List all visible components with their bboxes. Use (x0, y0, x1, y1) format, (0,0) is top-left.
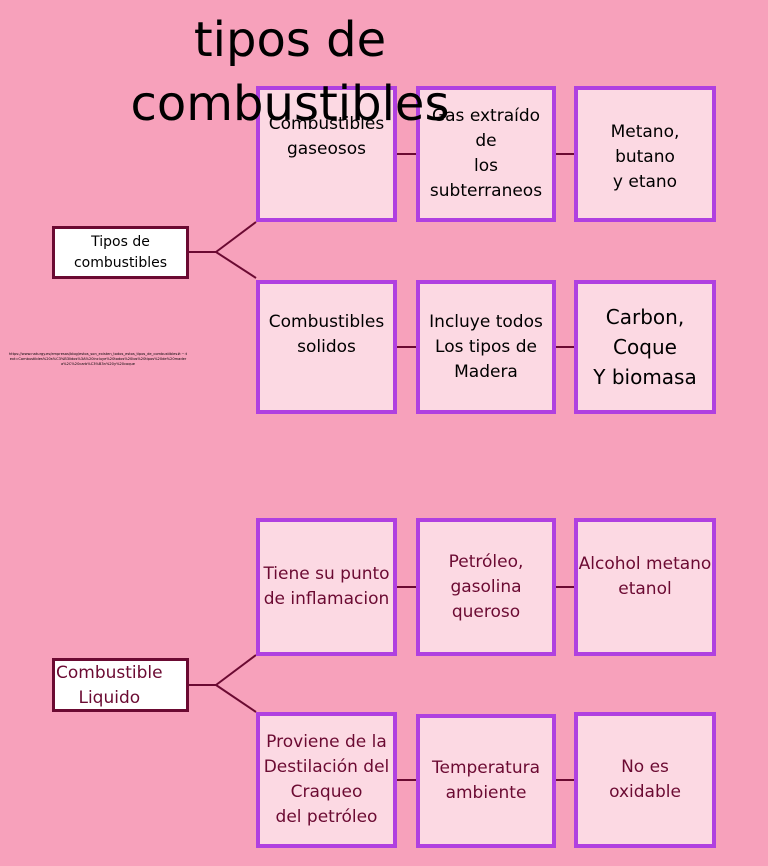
node-solidos: Combustibles solidos (256, 280, 397, 414)
node-temperatura: Temperatura ambiente (416, 714, 556, 848)
connector-line (215, 654, 257, 686)
connector-line (215, 221, 257, 253)
connector-line (215, 251, 257, 279)
page-title: tipos de combustibles (130, 12, 450, 132)
node-madera: Incluye todos Los tipos de Madera (416, 280, 556, 414)
node-carbon: Carbon, Coque Y biomasa (574, 280, 716, 414)
connector-line (215, 684, 257, 713)
node-oxidable: No es oxidable (574, 712, 716, 848)
node-destilacion: Proviene de la Destilación del Craqueo d… (256, 712, 397, 848)
node-metano-butano: Metano, butano y etano (574, 86, 716, 222)
node-alcohol: Alcohol metano etanol (574, 518, 716, 656)
node-gaseosos: Combustibles gaseosos (256, 86, 397, 222)
root-node-liquido: Combustible Liquido (52, 658, 189, 712)
node-gas-extraido: Gas extraído de los subterraneos (416, 86, 556, 222)
source-url: https://www.naturgy.es/empresas/blog/est… (8, 352, 188, 366)
node-punto-inflamacion: Tiene su punto de inflamacion (256, 518, 397, 656)
root-node-tipos: Tipos de combustibles (52, 226, 189, 279)
node-petroleo: Petróleo, gasolina queroso (416, 518, 556, 656)
